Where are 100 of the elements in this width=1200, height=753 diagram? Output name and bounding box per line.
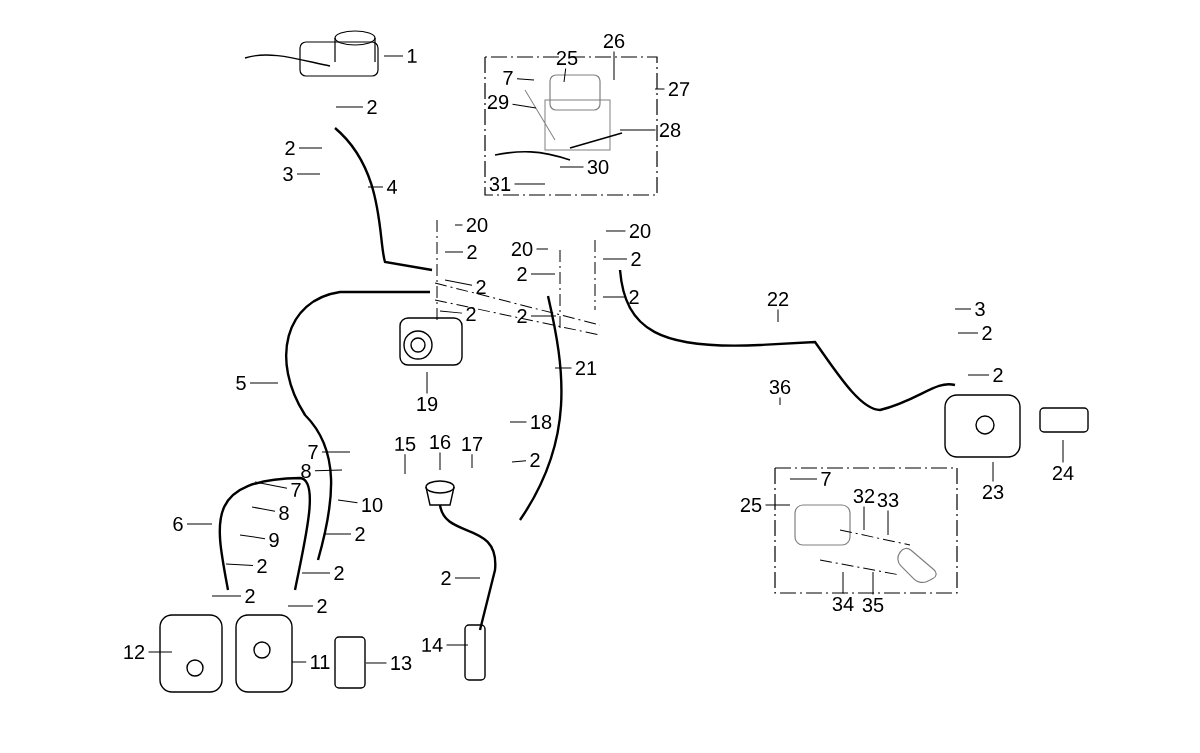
leader-line [1062, 439, 1064, 464]
leader-line [298, 147, 323, 149]
callout-number: 25 [740, 497, 762, 513]
callout-number: 2 [285, 141, 295, 155]
callout-number: 21 [575, 361, 597, 375]
callout-number: 2 [982, 326, 992, 340]
callout-number: 23 [982, 484, 1004, 500]
callout-number: 33 [877, 492, 899, 508]
callout-number: 22 [767, 292, 789, 306]
callout-number: 24 [1052, 466, 1074, 480]
leader-line [842, 571, 844, 594]
leader-line [509, 421, 527, 423]
leader-line [559, 166, 584, 168]
leader-line [777, 308, 779, 323]
callout-number: 20 [511, 241, 533, 257]
leader-line [254, 481, 288, 489]
callout-number: 2 [629, 290, 639, 304]
leader-line [211, 595, 242, 597]
leader-line [967, 374, 990, 376]
callout-number: 17 [462, 437, 483, 451]
callout-number: 18 [531, 414, 552, 430]
callout-number: 7 [821, 472, 831, 486]
callout-number: 2 [317, 599, 327, 613]
callout-number: 27 [668, 82, 690, 96]
callout-number: 2 [993, 368, 1003, 382]
leader-line [186, 523, 213, 525]
callout-number: 2 [367, 100, 377, 114]
leader-line [654, 88, 665, 90]
leader-line [444, 251, 464, 253]
callout-number: 2 [517, 309, 527, 323]
leader-line [619, 129, 656, 131]
leader-line [765, 504, 791, 506]
callout-number: 19 [417, 396, 438, 412]
leader-line [863, 505, 865, 531]
callout-number: 16 [430, 434, 451, 450]
leader-line [511, 460, 527, 463]
leader-line [779, 396, 781, 406]
leader-line [404, 453, 406, 475]
callout-number: 26 [603, 33, 625, 49]
callout-number: 12 [124, 645, 145, 659]
leader-line [954, 308, 972, 310]
callout-number: 2 [466, 307, 476, 321]
callout-number: 11 [311, 655, 330, 669]
callout-number: 20 [629, 223, 651, 239]
leader-line [512, 103, 537, 109]
callout-number: 2 [334, 566, 344, 580]
leader-line [514, 183, 546, 185]
leader-line [367, 186, 384, 188]
callout-number: 7 [503, 71, 513, 85]
callout-number: 3 [283, 166, 293, 182]
leader-line [365, 662, 387, 664]
leader-line [249, 382, 279, 384]
leader-line [536, 248, 549, 250]
callout-number: 2 [441, 571, 451, 585]
callout-number: 2 [245, 589, 255, 603]
callout-number: 15 [395, 437, 416, 451]
leader-line [225, 563, 254, 566]
callout-number: 30 [587, 159, 609, 175]
callout-number: 4 [386, 180, 397, 194]
leader-line [383, 55, 404, 57]
callout-number: 5 [236, 376, 246, 390]
callout-number: 10 [362, 497, 383, 513]
callout-number: 20 [466, 217, 488, 233]
callout-number: 31 [489, 176, 511, 192]
callout-number: 28 [659, 122, 681, 138]
leader-line [239, 534, 266, 540]
callout-number: 7 [308, 445, 318, 459]
leader-line [516, 78, 535, 81]
callout-number: 13 [391, 655, 412, 671]
callout-number: 3 [975, 301, 985, 317]
callout-number: 2 [631, 252, 641, 266]
leader-line [321, 451, 351, 453]
leader-line [287, 605, 314, 607]
leader-line [554, 367, 572, 369]
leader-line [613, 50, 615, 81]
leader-line [602, 296, 626, 298]
callout-number: 2 [476, 280, 486, 294]
callout-number: 2 [257, 559, 267, 573]
callout-number: 1 [408, 49, 417, 63]
leader-line [454, 577, 481, 579]
leader-line [337, 499, 358, 504]
callout-number: 2 [530, 453, 540, 467]
leader-line [439, 310, 463, 314]
callout-number: 35 [862, 597, 884, 613]
leader-line [296, 173, 321, 175]
leader-line [471, 453, 473, 469]
leader-line [872, 571, 874, 595]
callout-number: 8 [279, 505, 289, 521]
callout-number: 6 [173, 516, 183, 532]
leader-line [324, 533, 352, 535]
leader-line [444, 279, 473, 286]
callout-number: 25 [556, 50, 578, 66]
leader-line [301, 572, 331, 574]
callout-number: 36 [769, 379, 791, 395]
leader-line [605, 230, 626, 232]
leader-line [957, 332, 979, 334]
callout-number: 34 [832, 596, 854, 612]
leader-line [530, 315, 557, 317]
leader-line [335, 106, 364, 108]
callout-number: 14 [422, 638, 443, 652]
